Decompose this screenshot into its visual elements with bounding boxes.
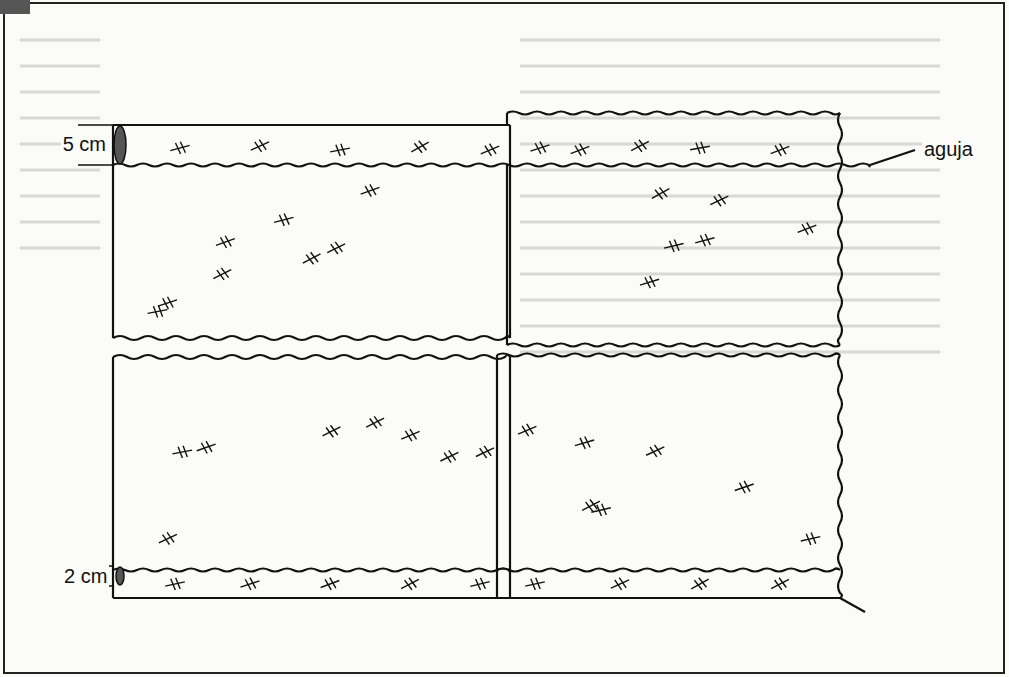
fabric-edge (113, 597, 510, 599)
hem-seam (113, 569, 510, 572)
hem-seam (497, 569, 840, 572)
torn-edge (113, 336, 510, 340)
needle (840, 598, 865, 612)
fabric-edge (113, 124, 510, 126)
dimension-label: 2 cm (62, 565, 109, 587)
bleed-through (20, 40, 940, 352)
dimension (78, 125, 126, 586)
part-name: aguja (922, 138, 975, 160)
dimension-label: 5 cm (61, 133, 108, 155)
frame (4, 3, 1004, 673)
torn-edge (113, 355, 510, 359)
corner-tab (0, 0, 30, 14)
fabric-edge (496, 355, 498, 598)
fabric-edge (497, 597, 840, 599)
fabric-edge (509, 357, 511, 598)
needle (870, 150, 915, 165)
fabric-edge (112, 357, 114, 598)
torn-edge (838, 355, 842, 598)
fabric-edge (509, 125, 511, 338)
torn-edge (838, 113, 842, 345)
torn-edge (507, 112, 840, 115)
fabric-edge (506, 165, 508, 345)
torn-edge (507, 344, 840, 347)
fold-seam (113, 164, 870, 167)
fabric-edge (112, 125, 114, 338)
fabric-edge (506, 113, 508, 125)
stitches (147, 136, 822, 594)
torn-edge (497, 354, 840, 357)
